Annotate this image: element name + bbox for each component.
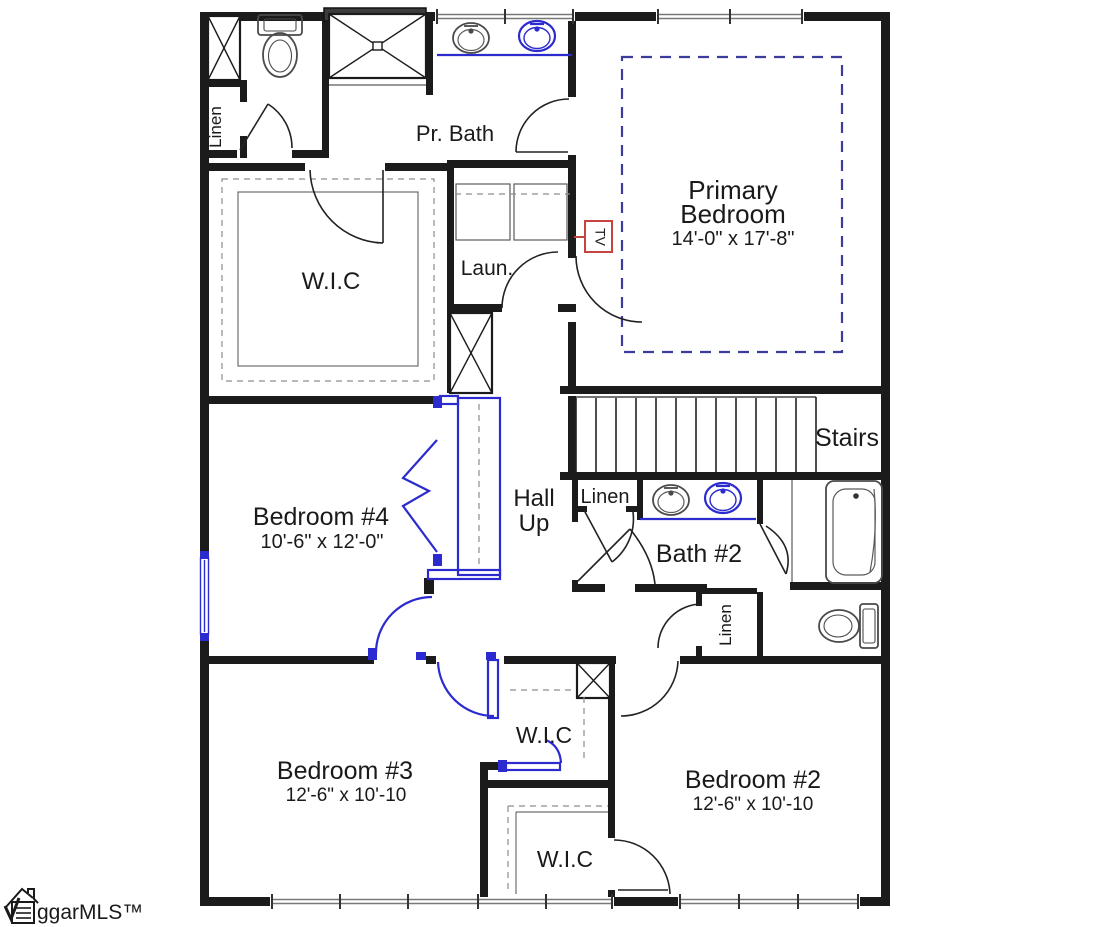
room-label-bath2: Bath #2 bbox=[656, 540, 742, 568]
room-dims-primary: 14'-0" x 17'-8" bbox=[671, 228, 794, 250]
room-label-linen-bath2: Linen bbox=[581, 486, 630, 508]
room-label-hall-1: Hall bbox=[513, 485, 554, 512]
room-label-primary-1: Primary bbox=[688, 175, 778, 205]
bath2-sink-icon bbox=[652, 484, 690, 516]
bifold-door bbox=[401, 439, 438, 553]
bath2-sink-icon-blue bbox=[703, 481, 743, 515]
bedroom4-window-blue bbox=[199, 551, 210, 641]
bedroom4-door-arc-blue bbox=[374, 595, 433, 654]
laundry-chase-xbox bbox=[448, 311, 494, 395]
watermark: ggarMLS™ bbox=[3, 887, 143, 924]
stairs-treads bbox=[575, 396, 817, 472]
room-label-hall-2: Up bbox=[519, 510, 550, 537]
fixtures bbox=[257, 14, 883, 649]
room-dims-bedroom2: 12'-6" x 10'-10 bbox=[693, 794, 814, 815]
house-logo-icon bbox=[3, 887, 39, 924]
tv-annotation: TV bbox=[574, 220, 613, 253]
dashed-details bbox=[221, 55, 844, 894]
room-label-wic-bedroom2: W.I.C bbox=[537, 846, 593, 872]
sink-icon bbox=[452, 22, 490, 54]
room-label-bedroom3: Bedroom #3 bbox=[277, 757, 413, 785]
room-label-wic-primary: W.I.C bbox=[302, 268, 361, 295]
bath2-toilet-icon bbox=[818, 603, 879, 649]
toilet-icon bbox=[257, 14, 303, 78]
primary-bedroom-dashed-outline bbox=[620, 55, 844, 354]
door-swings bbox=[239, 98, 789, 895]
bedroom4-door-jambs-blue bbox=[368, 648, 377, 660]
shower-drain bbox=[372, 41, 383, 51]
shower bbox=[327, 12, 428, 86]
room-label-pr-bath: Pr. Bath bbox=[416, 121, 494, 146]
watermark-text: ggarMLS™ bbox=[37, 901, 143, 924]
room-label-wic-bedroom3: W.I.C bbox=[516, 722, 572, 748]
room-label-bedroom4: Bedroom #4 bbox=[253, 503, 389, 531]
hall-closet-xbox bbox=[206, 14, 242, 82]
tv-label: TV bbox=[592, 228, 608, 247]
room-label-linen-top: Linen bbox=[206, 106, 225, 148]
room-label-linen-bed2: Linen bbox=[716, 604, 735, 646]
sink-icon-blue bbox=[517, 19, 557, 53]
wic-chase-xbox bbox=[575, 661, 612, 700]
blue-closet-bedroom4 bbox=[401, 394, 502, 581]
bathtub-icon bbox=[791, 480, 883, 584]
room-label-laundry: Laun. bbox=[461, 257, 514, 280]
room-label-primary-2: Bedroom bbox=[680, 199, 786, 229]
room-dims-bedroom4: 10'-6" x 12'-0" bbox=[260, 531, 383, 553]
chase-boxes bbox=[206, 12, 612, 700]
room-labels: Pr. Bath Primary Bedroom 14'-0" x 17'-8"… bbox=[206, 106, 879, 872]
room-dims-bedroom3: 12'-6" x 10'-10 bbox=[286, 785, 407, 806]
washer-dryer-icons bbox=[455, 183, 570, 241]
room-label-bedroom2: Bedroom #2 bbox=[685, 766, 821, 794]
room-label-stairs: Stairs bbox=[815, 424, 879, 452]
blue-door-leaf bbox=[486, 658, 500, 720]
blue-wic-bedroom3 bbox=[416, 652, 563, 772]
